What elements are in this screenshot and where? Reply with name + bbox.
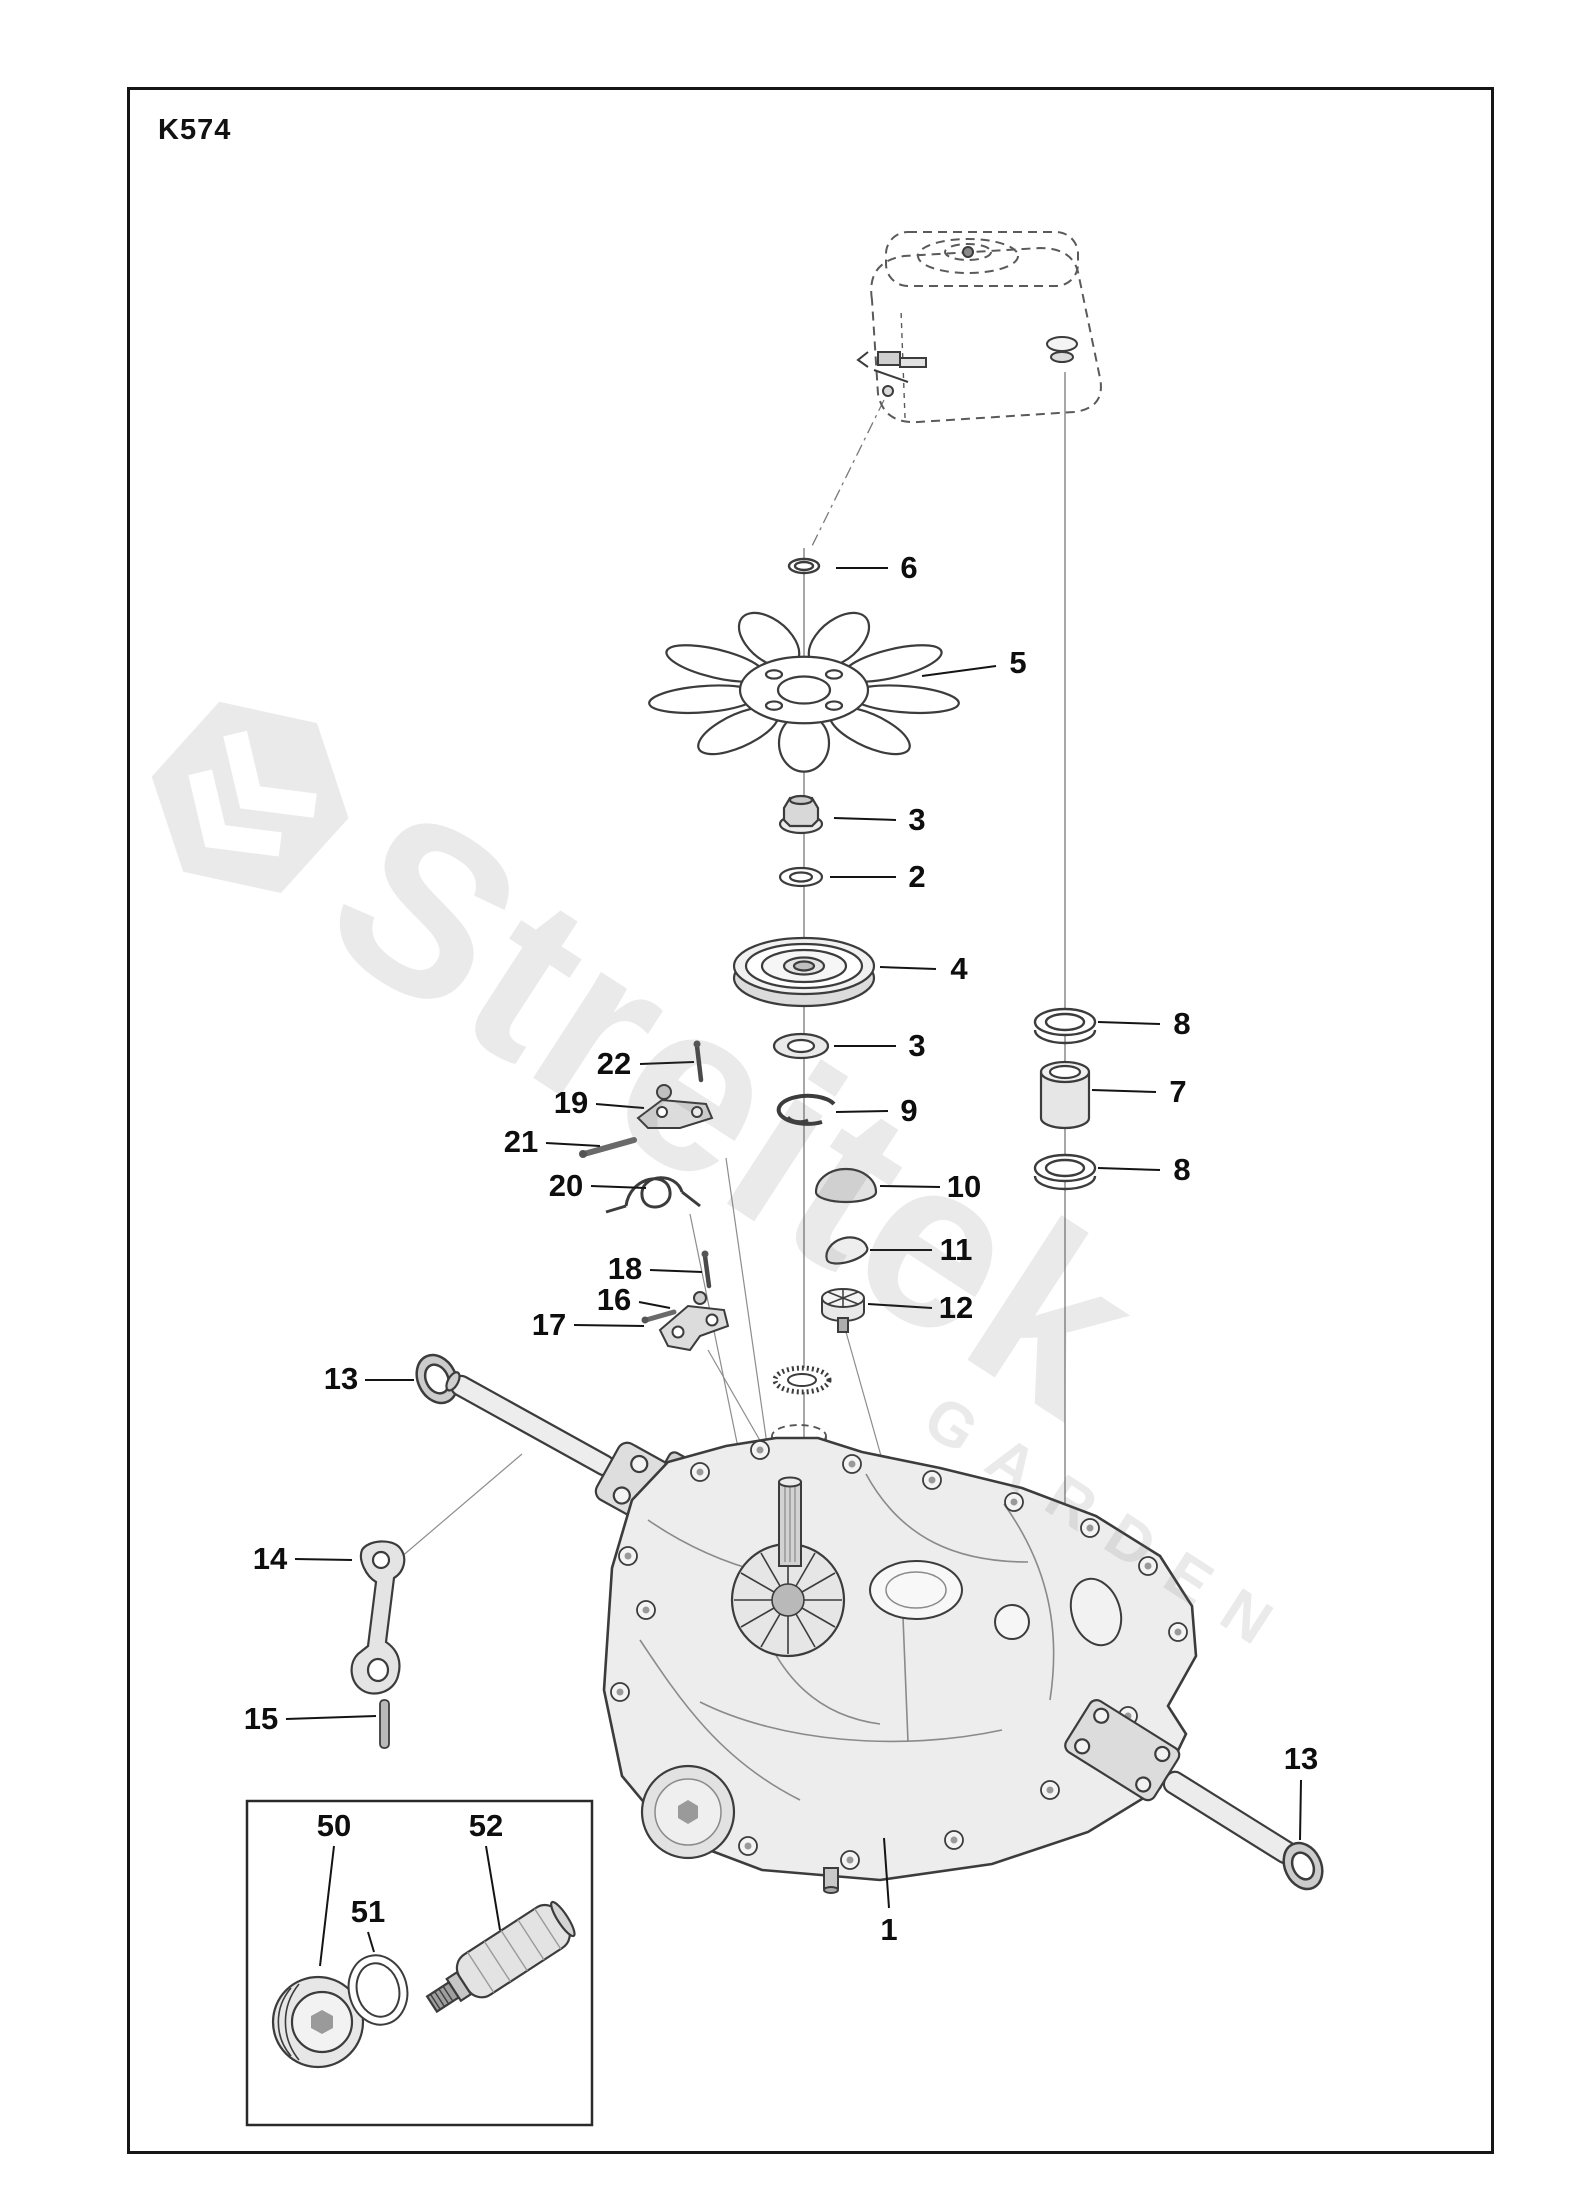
right-axle bbox=[1064, 1699, 1302, 1868]
part-7-bushing bbox=[1039, 1060, 1091, 1130]
engine-fittings bbox=[856, 246, 1078, 397]
part-12-breather bbox=[821, 1288, 865, 1333]
leader-line-8 bbox=[1097, 1167, 1161, 1171]
part-3-nut bbox=[778, 794, 824, 835]
leader-line-12 bbox=[867, 1303, 933, 1309]
leader-line-22 bbox=[639, 1061, 695, 1065]
inset-box bbox=[245, 1799, 594, 2127]
part-20-spring bbox=[605, 1176, 701, 1214]
gear-fins bbox=[730, 1542, 846, 1658]
part-17-bracket bbox=[658, 1291, 730, 1352]
part-9-retainer bbox=[776, 1093, 836, 1126]
leader-line-21 bbox=[545, 1142, 601, 1147]
leader-line-4 bbox=[879, 966, 937, 970]
leader-line-3 bbox=[833, 817, 897, 821]
part-13-seal-right bbox=[1282, 1841, 1324, 1891]
bearing-knurled bbox=[772, 1365, 832, 1395]
leader-lines bbox=[285, 567, 1302, 1967]
leader-line-20 bbox=[590, 1185, 647, 1189]
part-52-filter bbox=[425, 1900, 576, 2014]
bottom-cover-boss bbox=[640, 1764, 736, 1860]
part-8-ring-bottom bbox=[1033, 1153, 1097, 1191]
leader-line-13 bbox=[1299, 1779, 1302, 1841]
part-22-pin bbox=[693, 1040, 704, 1083]
leader-line-50 bbox=[319, 1845, 335, 1967]
part-2-washer bbox=[778, 866, 824, 888]
leader-line-10 bbox=[879, 1185, 941, 1188]
leader-line-52 bbox=[485, 1845, 501, 1931]
part-14-lever bbox=[350, 1540, 406, 1695]
part-15-pin bbox=[379, 1699, 390, 1749]
part-51-oring bbox=[347, 1954, 409, 2026]
engine-assembly bbox=[870, 231, 1102, 424]
part-10-cap bbox=[814, 1167, 878, 1204]
leader-line-8 bbox=[1097, 1021, 1161, 1025]
part-11-plug bbox=[825, 1236, 869, 1265]
part-13-seal-left bbox=[415, 1353, 459, 1405]
part-1-transaxle bbox=[602, 1436, 1198, 1894]
part-50-cap bbox=[271, 1975, 365, 2069]
part-6-oring bbox=[787, 557, 821, 575]
part-4-pulley bbox=[732, 936, 876, 1008]
leader-line-14 bbox=[294, 1558, 353, 1561]
part-18-pin bbox=[701, 1250, 712, 1289]
part-5-fan bbox=[645, 609, 963, 772]
part-16-pin bbox=[641, 1309, 677, 1324]
leader-line-5 bbox=[921, 665, 997, 677]
part-21-pin bbox=[579, 1137, 637, 1158]
leader-line-17 bbox=[573, 1324, 645, 1327]
part-8-ring-top bbox=[1033, 1007, 1097, 1045]
leader-line-51 bbox=[367, 1931, 375, 1953]
leader-line-16 bbox=[638, 1301, 671, 1309]
leader-line-7 bbox=[1091, 1089, 1157, 1093]
part-19-bracket bbox=[636, 1084, 714, 1129]
leader-line-15 bbox=[285, 1715, 377, 1720]
housing-openings bbox=[869, 1560, 1123, 1647]
part-3-washer bbox=[772, 1032, 830, 1060]
drain-stem bbox=[823, 1867, 839, 1894]
document-code: K574 bbox=[158, 114, 232, 146]
leader-line-9 bbox=[835, 1110, 889, 1113]
input-shaft-splined bbox=[778, 1476, 802, 1567]
leader-line-19 bbox=[595, 1103, 645, 1109]
leader-line-18 bbox=[649, 1269, 703, 1273]
leader-line-1 bbox=[883, 1837, 890, 1909]
